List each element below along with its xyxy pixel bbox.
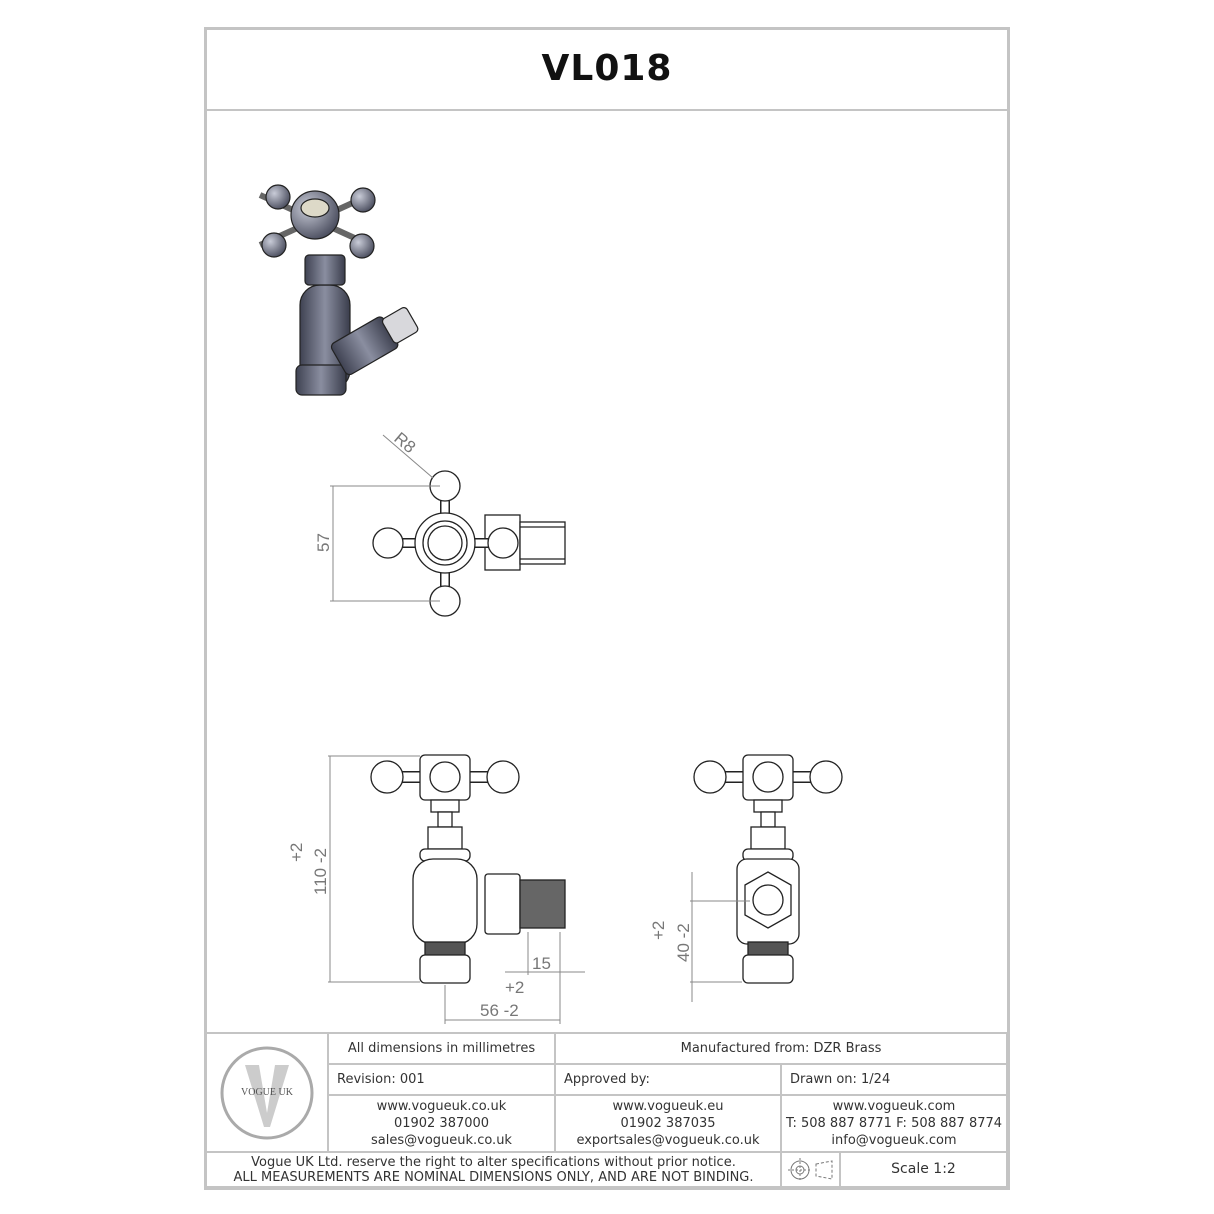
revision: Revision: 001 <box>329 1065 556 1096</box>
centre-tolerance: +2 <box>649 921 668 940</box>
dimension-57 <box>330 434 440 602</box>
height-110-label: 110 -2 <box>311 848 330 895</box>
radius-label: R8 <box>390 429 419 458</box>
width-56-label: 56 -2 <box>480 1001 519 1020</box>
phone-eu: 01902 387035 <box>620 1116 716 1131</box>
material-note: Manufactured from: DZR Brass <box>556 1034 1008 1065</box>
height-tolerance: +2 <box>287 843 306 862</box>
disclaimer-line-2: ALL MEASUREMENTS ARE NOMINAL DIMENSIONS … <box>233 1169 754 1185</box>
valve-side-view <box>693 754 843 984</box>
website-eu: www.vogueuk.eu <box>612 1099 724 1114</box>
approved-by: Approved by: <box>556 1065 782 1096</box>
website-com: www.vogueuk.com <box>832 1099 956 1114</box>
thread-15-label: 15 <box>532 954 551 973</box>
units-note: All dimensions in millimetres <box>329 1034 556 1065</box>
company-logo: VOGUE UK <box>207 1034 329 1153</box>
drawn-on: Drawn on: 1/24 <box>782 1065 1008 1096</box>
vogue-v-logo: VOGUE UK <box>220 1046 314 1139</box>
contact-eu: www.vogueuk.eu 01902 387035 exportsales@… <box>556 1096 782 1153</box>
drawing-frame <box>204 27 1010 1190</box>
width-tolerance: +2 <box>505 978 524 997</box>
email-uk: sales@vogueuk.co.uk <box>371 1133 512 1148</box>
valve-top-view <box>372 470 566 617</box>
svg-text:VOGUE UK: VOGUE UK <box>241 1087 294 1098</box>
email-eu: exportsales@vogueuk.co.uk <box>576 1133 760 1148</box>
centre-40-label: 40 -2 <box>674 923 693 962</box>
valve-3d-render <box>258 184 419 396</box>
valve-front-view <box>370 754 566 984</box>
email-com: info@vogueuk.com <box>831 1133 957 1148</box>
phone-uk: 01902 387000 <box>393 1116 490 1131</box>
phone-com: T: 508 887 8771 F: 508 887 8774 <box>785 1116 1003 1131</box>
dimensions-front <box>328 755 585 1024</box>
disclaimer-line-1: Vogue UK Ltd. reserve the right to alter… <box>251 1154 736 1170</box>
scale: Scale 1:2 <box>841 1153 1008 1188</box>
drawing-title: VL018 <box>541 48 673 89</box>
dimension-40 <box>690 872 750 1002</box>
website-uk: www.vogueuk.co.uk <box>376 1099 507 1114</box>
title-band: VL018 <box>207 30 1007 111</box>
title-block: VOGUE UK All dimensions in millimetres M… <box>207 1032 1008 1188</box>
height-57-label: 57 <box>314 533 333 552</box>
disclaimer: Vogue UK Ltd. reserve the right to alter… <box>207 1153 782 1188</box>
third-angle-projection-icon <box>782 1153 841 1188</box>
contact-com: www.vogueuk.com T: 508 887 8771 F: 508 8… <box>782 1096 1008 1153</box>
contact-uk: www.vogueuk.co.uk 01902 387000 sales@vog… <box>329 1096 556 1153</box>
